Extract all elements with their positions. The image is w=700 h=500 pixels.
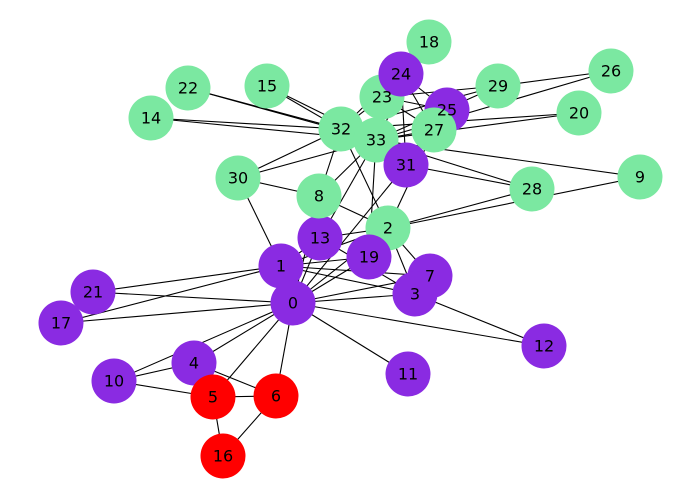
node-19 bbox=[346, 234, 392, 280]
node-32 bbox=[318, 106, 364, 152]
node-20 bbox=[556, 90, 602, 136]
node-26 bbox=[588, 48, 634, 94]
node-29 bbox=[475, 63, 521, 109]
node-layer bbox=[38, 19, 663, 479]
edge-0-21 bbox=[92, 291, 294, 304]
node-27 bbox=[411, 107, 457, 153]
edge-2-28 bbox=[387, 188, 533, 229]
node-0 bbox=[270, 280, 316, 326]
node-24 bbox=[378, 51, 424, 97]
edge-0-12 bbox=[292, 302, 545, 347]
node-8 bbox=[296, 173, 342, 219]
node-3 bbox=[392, 271, 438, 317]
edge-0-11 bbox=[292, 302, 409, 375]
edge-1-3 bbox=[280, 265, 416, 295]
node-17 bbox=[38, 300, 84, 346]
node-14 bbox=[128, 95, 174, 141]
node-9 bbox=[617, 154, 663, 200]
node-5 bbox=[190, 374, 236, 420]
node-22 bbox=[165, 65, 211, 111]
node-10 bbox=[91, 358, 137, 404]
node-11 bbox=[385, 351, 431, 397]
edge-0-17 bbox=[60, 302, 294, 324]
node-33 bbox=[353, 117, 399, 163]
node-18 bbox=[406, 19, 452, 65]
node-13 bbox=[297, 215, 343, 261]
node-31 bbox=[383, 142, 429, 188]
node-6 bbox=[253, 373, 299, 419]
edge-20-33 bbox=[375, 112, 580, 141]
node-16 bbox=[200, 433, 246, 479]
node-15 bbox=[244, 63, 290, 109]
node-28 bbox=[509, 166, 555, 212]
edge-0-10 bbox=[113, 302, 294, 382]
edge-3-12 bbox=[414, 293, 545, 347]
node-30 bbox=[215, 155, 261, 201]
node-21 bbox=[70, 269, 116, 315]
edge-1-21 bbox=[92, 265, 282, 293]
node-1 bbox=[258, 243, 304, 289]
node-4 bbox=[171, 340, 217, 386]
edge-14-32 bbox=[150, 117, 342, 130]
node-12 bbox=[521, 323, 567, 369]
